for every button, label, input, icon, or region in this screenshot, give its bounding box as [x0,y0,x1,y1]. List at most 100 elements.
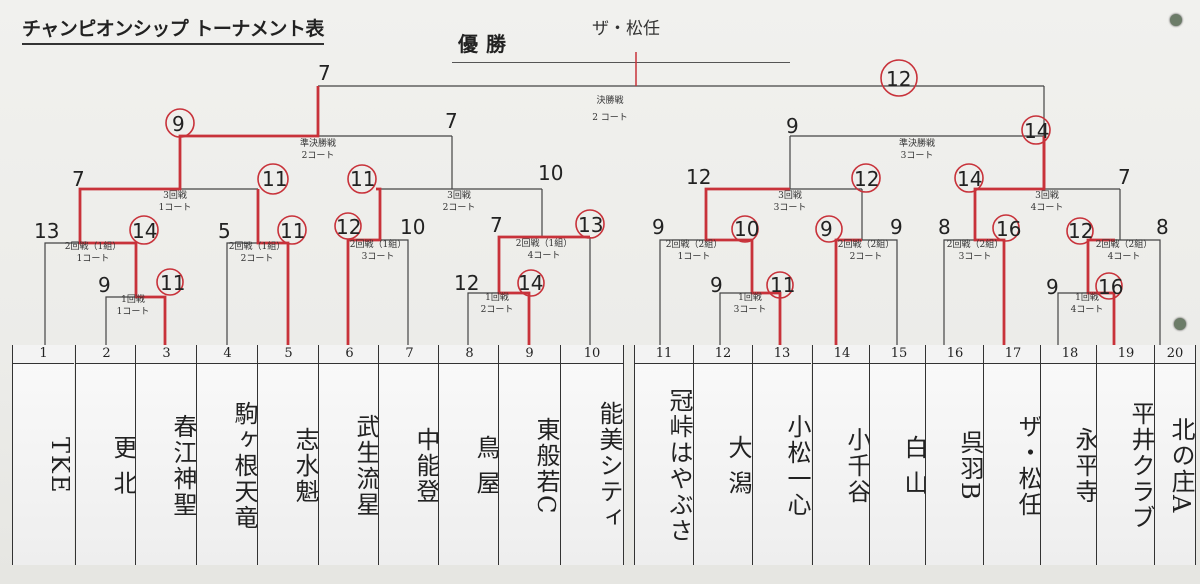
court-label: 2 コート [592,113,628,123]
round-label-semi: 準決勝戦 [899,137,935,149]
winner-underline [452,62,790,63]
round-label-r2: 2回戦（1組） [350,238,406,250]
team-number: 17 [984,345,1042,364]
round-label-r2: 2回戦（1組） [229,240,285,252]
winner-name: ザ・松任 [592,19,660,39]
pushpin [1170,14,1182,26]
round-label-r1: 1回戦 [485,291,509,303]
round-label-semi: 準決勝戦 [300,137,336,149]
score: 11 [262,167,287,191]
court-label: 2コート [481,305,514,315]
round-label-r2: 2回戦（2組） [1096,238,1152,250]
round-label-r2: 2回戦（2組） [666,238,722,250]
court-label: 1コート [77,254,110,264]
team-name: 小千谷 [843,427,871,505]
team-name: 平井クラブ [1127,401,1155,531]
court-label: 4コート [1108,252,1141,262]
score: 16 [1098,275,1123,299]
score: 7 [1118,165,1131,189]
team-name: 大 潟 [724,435,752,497]
score: 14 [957,167,982,191]
round-label-r1: 1回戦 [1075,291,1099,303]
court-label: 2コート [302,151,335,161]
team-name: 呉羽B [956,430,984,502]
round-label-final: 決勝戦 [596,94,623,106]
team-name: 北の庄A [1167,417,1195,515]
team-number: 13 [753,345,811,364]
team-number: 19 [1097,345,1155,364]
team-cell: 5 志水魁 [257,345,319,565]
score: 11 [280,219,305,243]
team-cell: 20 北の庄A [1154,345,1196,565]
team-number: 10 [561,345,623,364]
team-cell: 18 永平寺 [1040,345,1099,565]
court-label: 1コート [159,203,192,213]
team-name: 更 北 [109,435,137,497]
team-number: 18 [1041,345,1099,364]
score: 14 [132,219,157,243]
pushpin [1174,318,1186,330]
score: 7 [445,109,458,133]
court-label: 1コート [678,252,711,262]
team-number: 9 [499,345,560,364]
round-label-r3: 3回戦 [163,189,187,201]
team-number: 12 [694,345,752,364]
score: 10 [734,217,759,241]
team-number: 20 [1155,345,1195,364]
team-name: 永平寺 [1071,427,1099,505]
court-label: 2コート [850,252,883,262]
court-label: 1コート [117,307,150,317]
score: 10 [538,161,563,185]
score: 14 [518,271,543,295]
team-name: 志水魁 [291,427,319,505]
team-number: 15 [870,345,928,364]
team-name: 白 山 [900,435,928,497]
score: 12 [1068,219,1093,243]
court-label: 3コート [901,151,934,161]
round-label-r2: 2回戦（1組） [65,240,121,252]
court-label: 3コート [362,252,395,262]
score: 11 [770,273,795,297]
team-name: 中能登 [412,427,440,505]
round-label-r3: 3回戦 [778,189,802,201]
score: 9 [172,112,185,136]
team-number: 5 [258,345,319,364]
score: 13 [578,213,603,237]
team-number: 2 [76,345,137,364]
team-number: 4 [197,345,258,364]
score: 9 [820,217,833,241]
team-cell: 15 白 山 [869,345,928,565]
round-label-r1: 1回戦 [121,293,145,305]
score: 9 [98,273,111,297]
round-label-r1: 1回戦 [738,291,762,303]
score: 12 [886,67,911,91]
round-label-r3: 3回戦 [1035,189,1059,201]
score: 9 [890,215,903,239]
score: 8 [938,215,951,239]
score: 9 [1046,275,1059,299]
court-label: 2コート [443,203,476,213]
round-label-r2: 2回戦（2組） [838,238,894,250]
round-label-r2: 2回戦（1組） [516,237,572,249]
score: 5 [218,219,231,243]
score-circles [129,59,1123,300]
team-name: 駒ヶ根天竜 [230,401,258,531]
score: 12 [854,167,879,191]
score: 12 [454,271,479,295]
score: 11 [350,167,375,191]
score: 9 [710,273,723,297]
team-cell: 4 駒ヶ根天竜 [196,345,258,565]
team-number: 11 [635,345,693,364]
team-name: 武生流星 [352,414,380,518]
team-number: 8 [439,345,500,364]
team-name: ザ・松任 [1014,414,1042,518]
